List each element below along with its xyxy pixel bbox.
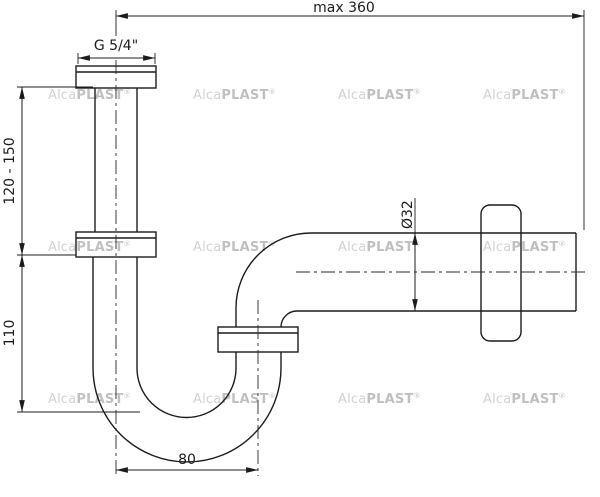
brand-watermark: AlcaPLAST® bbox=[193, 88, 276, 103]
dim-offset-label: 80 bbox=[178, 452, 196, 468]
watermark-layer: AlcaPLAST® AlcaPLAST® AlcaPLAST® AlcaPLAST®… bbox=[48, 88, 566, 407]
brand-watermark: AlcaPLAST® bbox=[48, 240, 131, 255]
trap-inner-wall bbox=[136, 257, 237, 419]
dim-max-width-label: max 360 bbox=[313, 0, 375, 16]
dim-thread-label: G 5/4" bbox=[94, 38, 138, 54]
dim-diameter-label: Ø32 bbox=[400, 200, 416, 229]
wall-flange bbox=[480, 204, 522, 342]
brand-watermark: AlcaPLAST® bbox=[193, 392, 276, 407]
elbow-inner-wall bbox=[280, 310, 576, 328]
dim-max-width: max 360 bbox=[115, 0, 585, 230]
lower-coupling-nut bbox=[75, 231, 157, 258]
brand-watermark: AlcaPLAST® bbox=[338, 392, 421, 407]
dim-trap-depth: 110 bbox=[2, 254, 140, 413]
dim-inlet-height: 120 - 150 bbox=[2, 86, 93, 256]
dim-inlet-height-label: 120 - 150 bbox=[2, 137, 18, 204]
brand-watermark: AlcaPLAST® bbox=[483, 240, 566, 255]
brand-watermark: AlcaPLAST® bbox=[483, 392, 566, 407]
dim-offset: 80 bbox=[116, 452, 258, 473]
brand-watermark: AlcaPLAST® bbox=[48, 392, 131, 407]
brand-watermark: AlcaPLAST® bbox=[48, 88, 131, 103]
dim-trap-depth-label: 110 bbox=[2, 320, 18, 347]
trap-outer-wall bbox=[92, 257, 282, 463]
brand-watermark: AlcaPLAST® bbox=[193, 240, 276, 255]
brand-watermark: AlcaPLAST® bbox=[338, 88, 421, 103]
dim-diameter: Ø32 bbox=[400, 198, 418, 311]
brand-watermark: AlcaPLAST® bbox=[483, 88, 566, 103]
dim-thread: G 5/4" bbox=[77, 38, 156, 64]
elbow-outer-wall bbox=[235, 232, 576, 327]
brand-watermark: AlcaPLAST® bbox=[338, 240, 421, 255]
centerlines bbox=[115, 60, 586, 476]
